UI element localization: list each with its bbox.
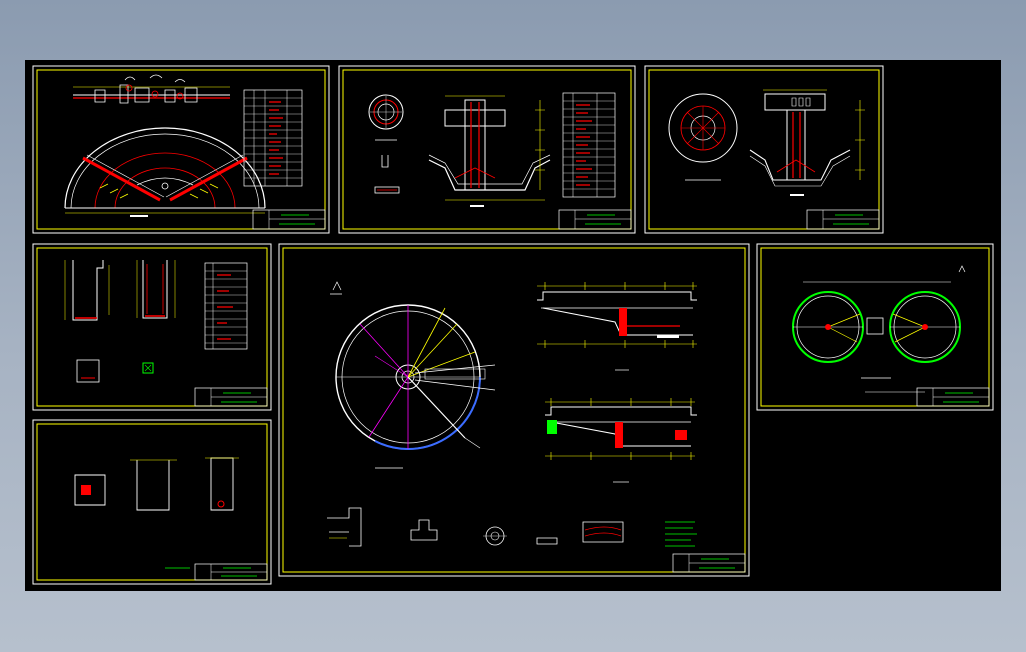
tank-section-lower [545,398,697,483]
sheet-4[interactable] [32,243,272,411]
sheet-1-rebar-schedule [243,89,303,187]
tank-detail-row [327,507,697,547]
sheet-3-inner-frame [648,69,880,230]
sheet-3[interactable] [644,65,884,234]
sheet-5-outer-frame [32,419,272,585]
sheet-2-rebar-schedule [562,92,616,198]
sheet-4-title-block [194,387,268,407]
sheet-6[interactable] [278,243,750,577]
sheet-4-outer-frame [32,243,272,411]
cad-drawing-canvas[interactable] [25,60,1001,591]
tank-section-upper [537,282,697,371]
sheet-3-title-block [806,209,880,230]
sheet-6-title-block [672,553,746,573]
twin-tank-left [792,291,864,363]
sheet-7[interactable] [756,243,994,411]
sheet-4-inner-frame [36,247,268,407]
sheet-6-inner-frame [282,247,746,573]
sheet-2-outer-frame [338,65,636,234]
sheet-5-inner-frame [36,423,268,581]
sheet-7-inner-frame [760,247,990,407]
sheet-2[interactable] [338,65,636,234]
sheet-1-outer-frame [32,65,330,234]
sheet-5[interactable] [32,419,272,585]
sheet-1-title-block [252,209,326,230]
sheet-3-outer-frame [644,65,884,234]
sheet-4-rebar-schedule [204,262,248,350]
sheet-6-outer-frame [278,243,750,577]
sheet-5-title-block [194,563,268,581]
sheet-2-inner-frame [342,69,632,230]
twin-tank-right [889,291,961,363]
sheet-1[interactable] [32,65,330,234]
sheet-7-title-block [916,387,990,407]
sheet-7-outer-frame [756,243,994,411]
sheet-2-title-block [558,209,632,230]
tank-plan-view [330,281,496,469]
sheet-1-inner-frame [36,69,326,230]
cad-model-space[interactable] [25,60,1001,591]
